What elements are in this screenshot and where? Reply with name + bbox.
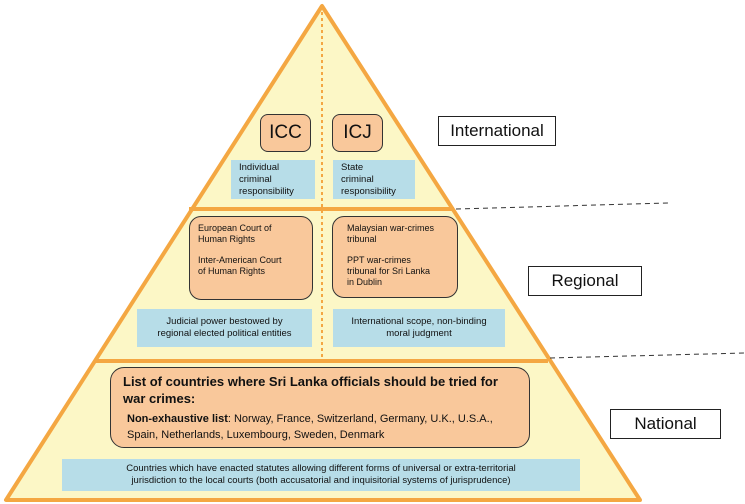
level-text: Regional — [551, 271, 619, 290]
national-note-line: jurisdiction to the local courts (both a… — [131, 475, 511, 486]
national-countries-box: List of countries where Sri Lanka offici… — [110, 367, 530, 448]
level-label-regional: Regional — [528, 266, 642, 296]
icj-label: ICJ — [343, 122, 372, 143]
icc-note-line: criminal — [239, 174, 272, 185]
level-label-international: International — [438, 116, 556, 146]
national-note-line: Countries which have enacted statutes al… — [126, 463, 516, 474]
regional-courts-box: European Court of Human Rights Inter-Ame… — [189, 216, 313, 300]
icj-box: ICJ — [332, 114, 383, 152]
dashed-extension-bottom — [549, 352, 745, 359]
regional-left-note-line: Judicial power bestowed by — [166, 316, 283, 327]
regional-tribunals-box: Malaysian war-crimes tribunal PPT war-cr… — [332, 216, 458, 298]
icc-label: ICC — [269, 122, 302, 143]
icj-note-line: State — [341, 162, 364, 173]
malaysian-tribunal-line: Malaysian war-crimes — [347, 223, 435, 233]
inter-american-court-line: Inter-American Court — [198, 255, 282, 265]
malaysian-tribunal-line: tribunal — [347, 234, 377, 244]
non-exhaustive-label: Non-exhaustive list — [127, 413, 228, 425]
national-list-title: List of countries where Sri Lanka offici… — [123, 374, 498, 406]
icc-note: Individual criminal responsibility — [231, 160, 315, 199]
ppt-tribunal-line: in Dublin — [347, 277, 383, 287]
regional-left-note: Judicial power bestowed by regional elec… — [137, 309, 312, 347]
regional-right-note-line: moral judgment — [386, 328, 452, 339]
national-country-list: Non-exhaustive list: Norway, France, Swi… — [127, 411, 521, 443]
country-names: : Norway, France, Switzerland, Germany, … — [127, 413, 493, 441]
regional-right-note-line: International scope, non-binding — [351, 316, 487, 327]
ppt-tribunal-line: PPT war-crimes — [347, 255, 411, 265]
icj-note: State criminal responsibility — [333, 160, 415, 199]
icj-note-line: responsibility — [341, 186, 396, 197]
inter-american-court-line: of Human Rights — [198, 266, 266, 276]
icc-note-line: responsibility — [239, 186, 294, 197]
dashed-extension-top — [455, 202, 669, 210]
icj-note-line: criminal — [341, 174, 374, 185]
regional-left-note-line: regional elected political entities — [157, 328, 292, 339]
level-text: International — [450, 121, 544, 140]
national-note: Countries which have enacted statutes al… — [62, 459, 580, 491]
european-court-line: European Court of — [198, 223, 272, 233]
level-text: National — [634, 414, 697, 433]
european-court-line: Human Rights — [198, 234, 256, 244]
level-label-national: National — [610, 409, 721, 439]
icc-box: ICC — [260, 114, 311, 152]
regional-right-note: International scope, non-binding moral j… — [333, 309, 505, 347]
ppt-tribunal-line: tribunal for Sri Lanka — [347, 266, 431, 276]
icc-note-line: Individual — [239, 162, 280, 173]
